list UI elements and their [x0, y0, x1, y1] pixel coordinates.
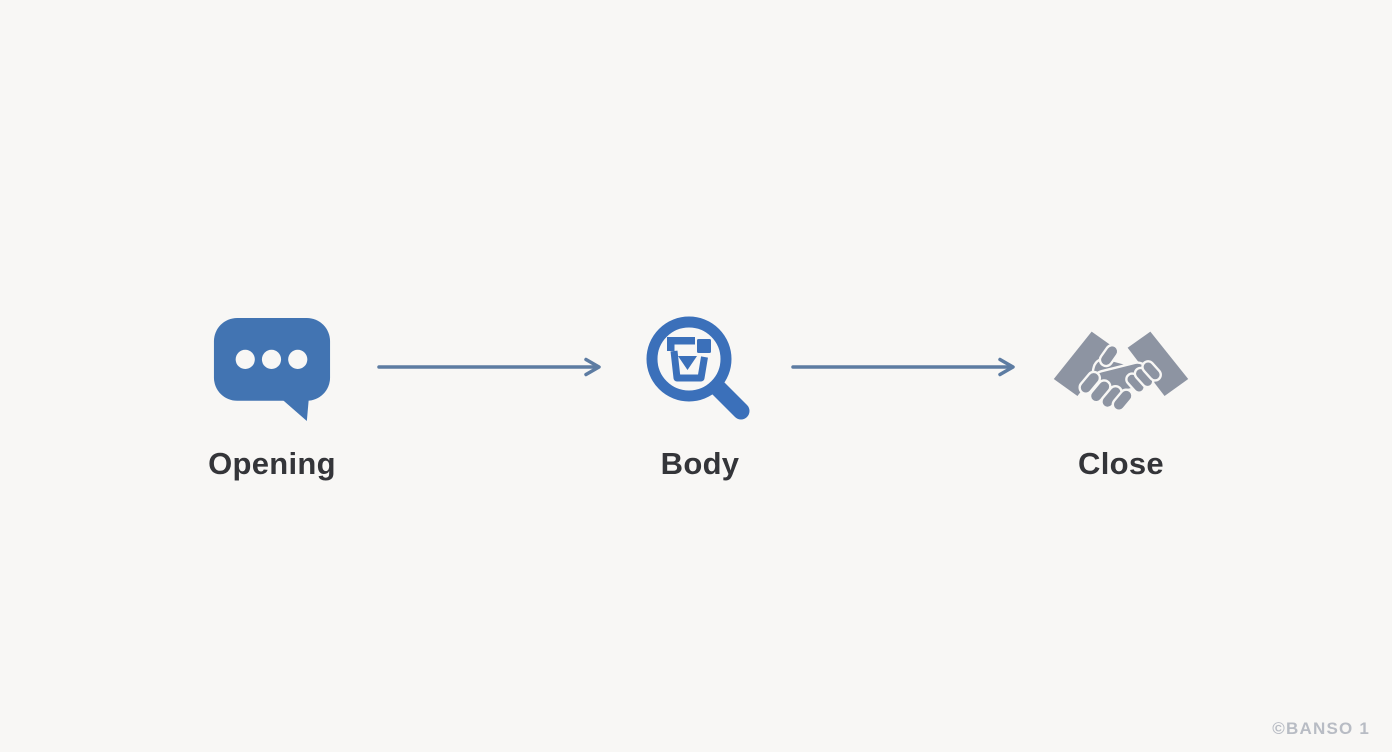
step-label: Opening: [208, 446, 336, 481]
step-label: Body: [660, 446, 740, 481]
step-close: Close: [1001, 311, 1241, 482]
magnifier-svg: [646, 316, 750, 420]
arrow-right-icon: [377, 357, 601, 377]
arrow-right-icon: [791, 357, 1015, 377]
step-body: Body: [580, 311, 820, 482]
step-opening: Opening: [152, 311, 392, 482]
handshake-icon: [1050, 311, 1192, 429]
magnifier-icon: [641, 311, 759, 429]
watermark: ©BANSO 1: [1272, 719, 1370, 738]
handshake-svg: [1053, 331, 1189, 412]
step-label: Close: [1078, 446, 1164, 481]
speech-bubble-svg: [213, 318, 331, 421]
speech-bubble-icon: [213, 311, 331, 429]
